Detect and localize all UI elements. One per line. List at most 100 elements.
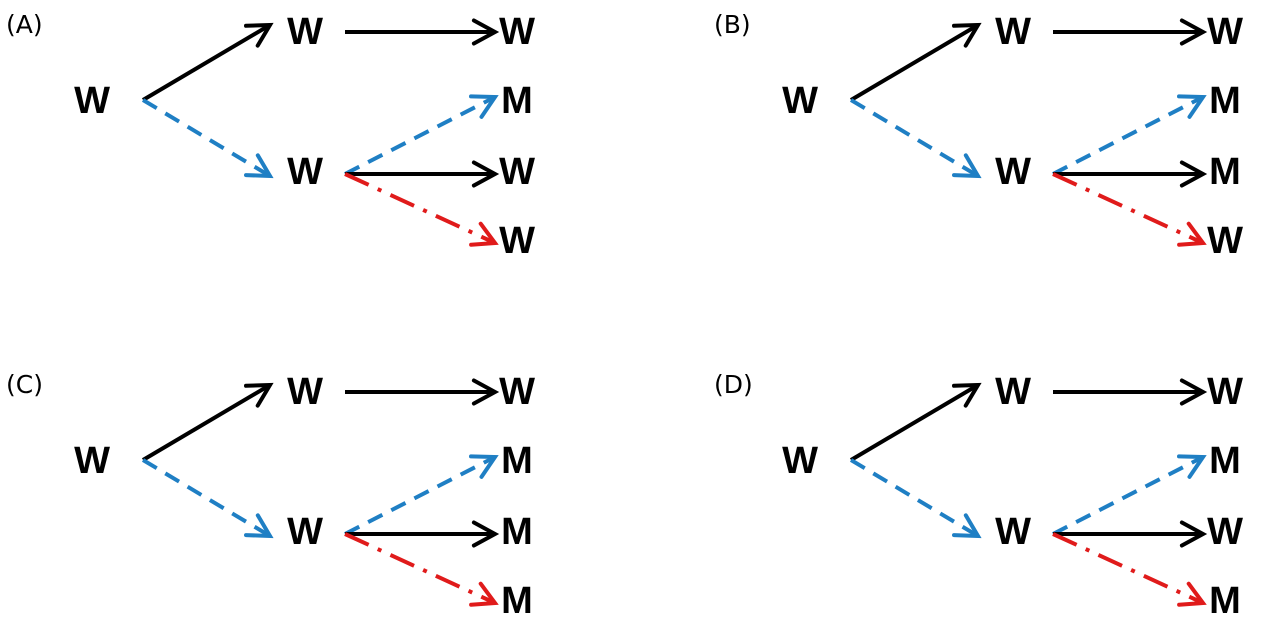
panel-label: (C) <box>6 370 43 399</box>
node-lower: W <box>995 511 1031 553</box>
edge-root-upper-line <box>141 23 272 102</box>
arrowhead-icon <box>952 382 982 408</box>
node-out2: M <box>501 80 533 122</box>
arrowhead-icon <box>244 153 274 179</box>
arrowhead-icon <box>469 581 499 607</box>
node-out3: W <box>1207 511 1243 553</box>
node-out4: W <box>1207 220 1243 262</box>
node-out4: W <box>499 220 535 262</box>
arrowhead-icon <box>1177 454 1207 479</box>
node-out1: W <box>1207 371 1243 413</box>
node-root: W <box>782 440 818 482</box>
panel-label: (B) <box>714 10 751 39</box>
edge-lower-out2 <box>344 454 499 536</box>
edge-lower-out4 <box>344 532 499 607</box>
edge-root-upper <box>849 382 982 462</box>
edge-lower-out2-line <box>344 455 496 536</box>
edge-lower-out2 <box>344 94 499 176</box>
node-out4: M <box>1209 580 1241 622</box>
arrowhead-icon <box>469 94 499 119</box>
edge-lower-out4 <box>1052 532 1207 607</box>
node-out1: W <box>499 11 535 53</box>
node-out2: M <box>501 440 533 482</box>
edge-root-upper <box>141 382 274 462</box>
edge-root-upper <box>849 22 982 102</box>
arrowhead-icon <box>1179 520 1208 548</box>
arrowhead-icon <box>244 382 274 408</box>
edge-lower-out2 <box>1052 454 1207 536</box>
edge-root-lower-line <box>141 98 272 178</box>
node-lower: W <box>287 151 323 193</box>
node-upper: W <box>995 11 1031 53</box>
node-upper: W <box>995 371 1031 413</box>
edge-lower-out3 <box>1053 520 1208 548</box>
node-out3: M <box>1209 151 1241 193</box>
node-out2: M <box>1209 80 1241 122</box>
edge-upper-out1 <box>1053 18 1208 46</box>
edge-lower-out2-line <box>344 95 496 176</box>
arrowhead-icon <box>244 513 274 539</box>
arrowhead-icon <box>1179 160 1208 188</box>
edge-lower-out3 <box>1053 160 1208 188</box>
edge-upper-out1 <box>345 18 500 46</box>
node-out1: W <box>1207 11 1243 53</box>
node-root: W <box>74 440 110 482</box>
arrowhead-icon <box>471 378 500 406</box>
node-out1: W <box>499 371 535 413</box>
arrowhead-icon <box>469 221 499 247</box>
panel-label: (D) <box>714 370 753 399</box>
edge-lower-out4-line <box>1052 532 1204 605</box>
edge-root-lower-line <box>141 458 272 538</box>
edge-lower-out3 <box>345 160 500 188</box>
node-lower: W <box>995 151 1031 193</box>
edge-root-lower-line <box>849 98 980 178</box>
edge-root-upper-line <box>849 23 980 102</box>
edge-lower-out2-line <box>1052 455 1204 536</box>
edge-upper-out1 <box>1053 378 1208 406</box>
arrowhead-icon <box>469 454 499 479</box>
node-out3: W <box>499 151 535 193</box>
edge-lower-out4 <box>344 172 499 247</box>
edge-lower-out2-line <box>1052 95 1204 176</box>
node-root: W <box>74 80 110 122</box>
edge-lower-out2 <box>1052 94 1207 176</box>
edge-root-lower <box>141 458 274 539</box>
edge-root-lower <box>849 458 982 539</box>
node-lower: W <box>287 511 323 553</box>
panel-label: (A) <box>6 10 43 39</box>
arrowhead-icon <box>952 513 982 539</box>
arrowhead-icon <box>952 22 982 48</box>
arrowhead-icon <box>471 18 500 46</box>
edge-lower-out4-line <box>1052 172 1204 245</box>
edge-lower-out4-line <box>344 532 496 605</box>
edge-lower-out4-line <box>344 172 496 245</box>
arrowhead-icon <box>244 22 274 48</box>
edge-root-lower <box>141 98 274 179</box>
edge-lower-out3 <box>345 520 500 548</box>
arrowhead-icon <box>1179 18 1208 46</box>
node-upper: W <box>287 371 323 413</box>
node-root: W <box>782 80 818 122</box>
node-out4: M <box>501 580 533 622</box>
edge-upper-out1 <box>345 378 500 406</box>
arrowhead-icon <box>1177 221 1207 247</box>
arrowhead-icon <box>952 153 982 179</box>
node-out3: M <box>501 511 533 553</box>
node-upper: W <box>287 11 323 53</box>
arrowhead-icon <box>471 520 500 548</box>
edge-root-upper-line <box>849 383 980 462</box>
edge-root-upper <box>141 22 274 102</box>
edge-root-upper-line <box>141 383 272 462</box>
arrowhead-icon <box>1179 378 1208 406</box>
arrowhead-icon <box>471 160 500 188</box>
edge-root-lower <box>849 98 982 179</box>
node-out2: M <box>1209 440 1241 482</box>
edge-lower-out4 <box>1052 172 1207 247</box>
arrowhead-icon <box>1177 94 1207 119</box>
